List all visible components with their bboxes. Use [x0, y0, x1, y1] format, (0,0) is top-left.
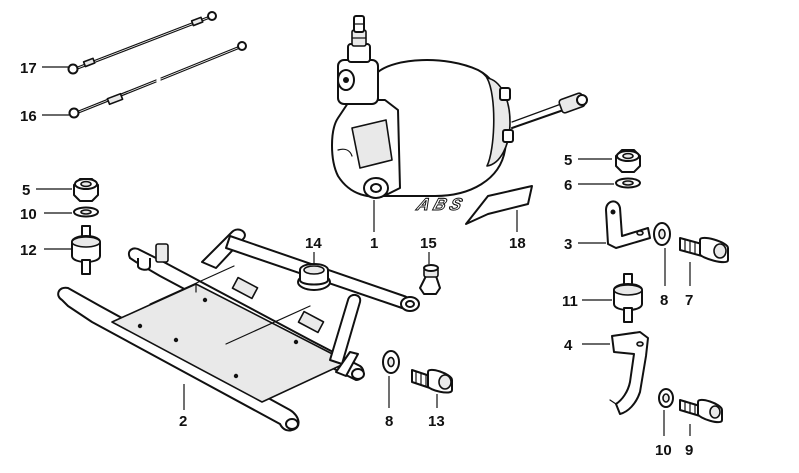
- callout-16: 16: [20, 108, 37, 125]
- callout-13: 13: [428, 413, 445, 430]
- washer-6: [615, 177, 641, 189]
- hex-nut-5-right: [615, 149, 641, 173]
- rubber-mount-11: [613, 273, 643, 323]
- grommet-14: [297, 263, 331, 291]
- washer-8-right: [653, 222, 671, 246]
- callout-9: 9: [685, 442, 693, 459]
- bolt-13: [411, 368, 453, 394]
- callout-8-middle: 8: [385, 413, 393, 430]
- callout-7: 7: [685, 292, 693, 309]
- callout-4: 4: [564, 337, 573, 354]
- cable-rod-16: [68, 41, 247, 119]
- callout-8-right: 8: [660, 292, 668, 309]
- frame-carrier-2: [57, 228, 420, 432]
- callout-12: 12: [20, 242, 37, 259]
- callout-18: 18: [509, 235, 526, 252]
- washer-8-middle: [382, 350, 400, 374]
- cable-rod-17: [67, 11, 217, 75]
- callout-labels: 17 16 5 10 12 14 1 15 18 2 8 13 5 6 3 11…: [20, 60, 693, 459]
- callout-10-left: 10: [20, 206, 37, 223]
- callout-3: 3: [564, 236, 572, 253]
- callout-5-right: 5: [564, 152, 572, 169]
- callout-14: 14: [305, 235, 322, 252]
- callout-2: 2: [179, 413, 187, 430]
- hex-nut-5-left: [73, 178, 99, 202]
- plug-15: [419, 264, 441, 295]
- callout-15: 15: [420, 235, 437, 252]
- abs-modulator-1: [331, 15, 588, 199]
- callout-1: 1: [370, 235, 378, 252]
- callout-6: 6: [564, 177, 572, 194]
- callout-17: 17: [20, 60, 37, 77]
- abs-sticker-18: ABS: [413, 185, 533, 225]
- bolt-7: [679, 236, 729, 264]
- washer-10-right: [658, 388, 674, 408]
- callout-10-right: 10: [655, 442, 672, 459]
- washer-10-left: [73, 206, 99, 218]
- bolt-9: [679, 398, 723, 424]
- bracket-4: [609, 331, 649, 415]
- callout-11: 11: [562, 293, 578, 310]
- callout-5-left: 5: [22, 182, 30, 199]
- leader-lines: [36, 66, 691, 436]
- abs-logo-text: ABS: [414, 194, 466, 213]
- angle-bracket-3: [605, 200, 651, 249]
- rubber-mount-12: [71, 225, 101, 275]
